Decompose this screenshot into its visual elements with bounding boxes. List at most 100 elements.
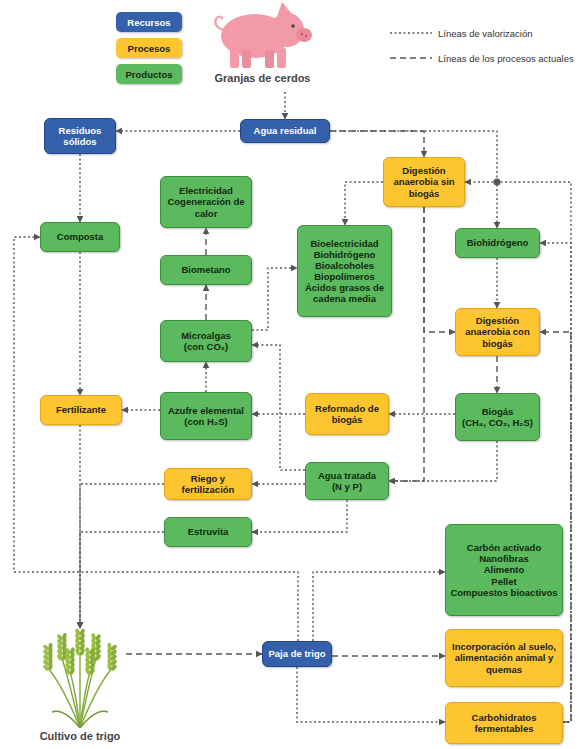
current-process-line xyxy=(126,653,262,654)
product-box: Estruvita xyxy=(164,517,252,547)
product-box: Composta xyxy=(40,222,120,252)
node-text: (con CO₂) xyxy=(184,341,228,352)
current-process-line xyxy=(205,285,206,320)
node-text: Cogeneración de calor xyxy=(164,196,248,218)
node-text: Fertilizante xyxy=(56,404,106,415)
node-text: Carbón activado xyxy=(467,542,541,553)
current-process-line xyxy=(496,356,497,393)
legend-swatch: Procesos xyxy=(116,38,182,58)
legend-text: Líneas de valorización xyxy=(438,28,533,39)
product-box: Azufre elemental(con H₂S) xyxy=(160,392,252,440)
product-box: ElectricidadCogeneración de calor xyxy=(160,176,252,228)
node-text: Composta xyxy=(57,231,103,242)
legend-entry: Líneas de los procesos actuales xyxy=(390,51,574,65)
valorization-line xyxy=(252,500,347,532)
legend-text: Líneas de los procesos actuales xyxy=(438,53,574,64)
product-box: Carbón activadoNanofibrasAlimentoPelletC… xyxy=(445,524,563,616)
wheat-drawing xyxy=(34,628,126,728)
node-text: Compuestos bioactivos xyxy=(450,587,557,598)
valorization-line xyxy=(14,237,298,641)
legend-text: Productos xyxy=(126,69,173,80)
product-box: Agua tratada(N y P) xyxy=(305,462,389,500)
junction-dot xyxy=(494,179,501,186)
node-text: Digestión anaerobia con biogás xyxy=(459,315,536,348)
product-box: Biogás(CH₄, CO₂, H₂S) xyxy=(455,393,540,441)
node-text: Azufre elemental xyxy=(168,405,244,416)
resource-box: Residuos sólidos xyxy=(44,118,116,154)
valorization-line xyxy=(79,154,80,222)
legend-text: Recursos xyxy=(127,17,170,28)
valorization-line xyxy=(116,130,240,131)
node-text: Paja de trigo xyxy=(268,648,325,659)
valorization-line xyxy=(252,483,305,484)
current-process-line xyxy=(330,131,424,157)
resource-box: Paja de trigo xyxy=(262,641,332,667)
current-process-line xyxy=(205,228,206,255)
product-box: Microalgas(con CO₂) xyxy=(160,320,252,362)
legend-swatch: Recursos xyxy=(116,12,182,32)
legend-entry: Líneas de valorización xyxy=(390,26,533,40)
node-text: Biometano xyxy=(181,264,230,275)
node-text: Biohidrógeno xyxy=(314,249,376,260)
node-text: Alimento xyxy=(484,564,525,575)
valorization-line xyxy=(205,362,206,392)
valorization-line xyxy=(80,532,164,628)
process-box: Digestión anaerobia con biogás xyxy=(455,308,540,356)
current-process-line xyxy=(424,207,455,332)
process-box: Carbohidratos fermentables xyxy=(445,702,563,744)
process-box: Riego y fertilización xyxy=(164,468,252,500)
node-text: Carbohidratos fermentables xyxy=(449,712,559,734)
resource-box: Agua residual xyxy=(240,119,330,143)
node-text: Reformado de biogás xyxy=(309,403,385,425)
node-text: Digestión anaerobia sin biogás xyxy=(387,165,461,198)
valorization-line xyxy=(465,182,571,722)
node-text: (con H₂S) xyxy=(184,416,227,427)
node-text: Bioelectricidad xyxy=(310,238,378,249)
node-text: Electricidad xyxy=(179,185,233,196)
node-text: Agua tratada xyxy=(318,470,376,481)
node-text: Residuos sólidos xyxy=(48,125,112,147)
valorization-line xyxy=(345,182,383,225)
legend-text: Procesos xyxy=(128,43,171,54)
process-box: Digestión anaerobia sin biogás xyxy=(383,157,465,207)
valorization-line xyxy=(122,409,160,410)
valorization-line xyxy=(80,484,164,628)
current-process-line xyxy=(389,207,424,481)
process-box: Fertilizante xyxy=(40,395,122,425)
valorization-line xyxy=(297,667,445,722)
valorization-line xyxy=(252,413,305,414)
pig-illustration: Granjas de cerdos xyxy=(205,0,320,92)
node-text: Biopolímeros xyxy=(314,271,375,282)
node-text: Cultivo de trigo xyxy=(40,730,121,743)
current-process-line xyxy=(540,332,571,722)
legend-swatch: Productos xyxy=(116,64,182,84)
node-text: Ácidos grasos de cadena media xyxy=(301,282,388,304)
pig-drawing xyxy=(205,0,320,70)
valorization-line xyxy=(252,345,305,470)
valorization-line xyxy=(284,92,285,119)
node-text: (CH₄, CO₂, H₂S) xyxy=(462,417,533,428)
node-text: Incorporación al suelo, alimentación ani… xyxy=(449,641,559,674)
node-text: Agua residual xyxy=(254,125,317,136)
valorization-line xyxy=(330,131,497,228)
node-text: Riego y fertilización xyxy=(168,473,248,495)
valorization-line xyxy=(252,268,297,330)
valorization-line xyxy=(389,441,497,481)
node-text: Nanofibras xyxy=(479,553,529,564)
valorization-line xyxy=(313,572,445,641)
legend-line-sample xyxy=(390,51,438,65)
process-box: Incorporación al suelo, alimentación ani… xyxy=(445,629,563,687)
valorization-line xyxy=(79,425,80,628)
process-box: Reformado de biogás xyxy=(305,393,389,435)
node-text: (N y P) xyxy=(332,481,362,492)
node-text: Granjas de cerdos xyxy=(215,72,311,85)
valorization-line xyxy=(389,413,455,414)
node-text: Biogás xyxy=(482,406,514,417)
node-text: Bioalcoholes xyxy=(315,260,374,271)
legend-line-sample xyxy=(390,26,438,40)
wheat-illustration: Cultivo de trigo xyxy=(34,628,126,748)
current-process-line xyxy=(332,655,445,656)
product-box: Biohidrógeno xyxy=(455,228,540,258)
